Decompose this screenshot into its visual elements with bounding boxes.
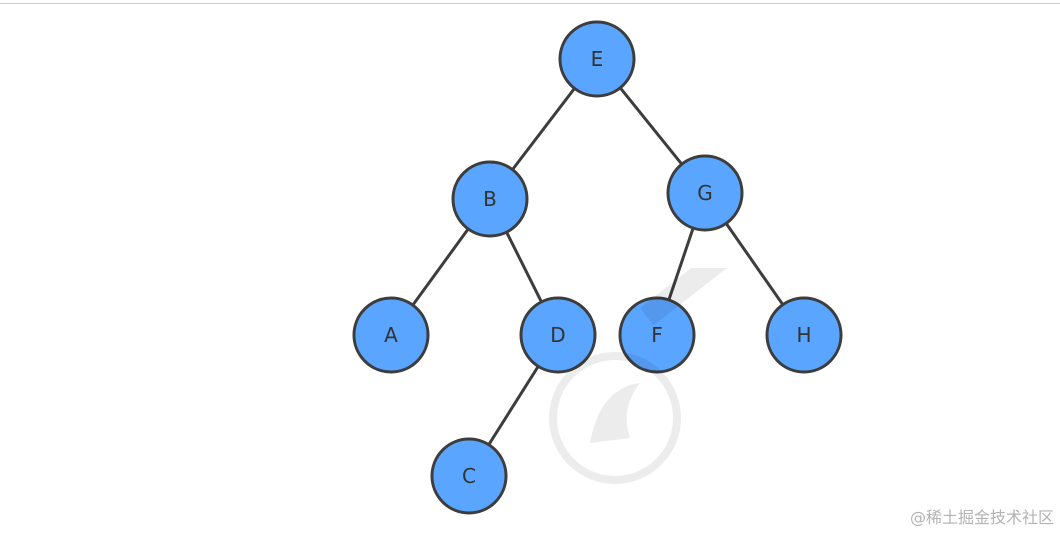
node-a: A [352, 296, 430, 374]
edges-layer [411, 86, 785, 447]
node-label-a: A [384, 323, 398, 347]
edge-d-c [487, 364, 540, 447]
nodes-layer: E B G A D F H C [352, 20, 843, 515]
node-g: G [666, 154, 744, 232]
node-label-e: E [591, 47, 604, 71]
node-c: C [430, 437, 508, 515]
edge-b-a [411, 227, 470, 307]
node-d: D [519, 296, 597, 374]
node-circle-e [558, 20, 636, 98]
node-circle-d [519, 296, 597, 374]
node-circle-b [451, 160, 529, 238]
node-b: B [451, 160, 529, 238]
edge-b-d [505, 230, 543, 304]
node-label-b: B [483, 187, 497, 211]
node-circle-h [765, 296, 843, 374]
top-divider [0, 3, 1060, 4]
edge-e-b [510, 86, 577, 172]
node-f: F [618, 296, 696, 374]
node-label-g: G [697, 181, 713, 205]
node-e: E [558, 20, 636, 98]
node-label-d: D [550, 323, 565, 347]
footer-watermark-text: @稀土掘金技术社区 [909, 508, 1054, 527]
edge-e-g [618, 86, 684, 166]
node-label-c: C [462, 464, 476, 488]
node-circle-f [618, 296, 696, 374]
edge-g-f [667, 226, 695, 302]
node-h: H [765, 296, 843, 374]
node-label-f: F [651, 323, 663, 347]
node-label-h: H [796, 323, 811, 347]
node-circle-c [430, 437, 508, 515]
node-circle-a [352, 296, 430, 374]
node-circle-g [666, 154, 744, 232]
edge-g-h [724, 221, 785, 307]
